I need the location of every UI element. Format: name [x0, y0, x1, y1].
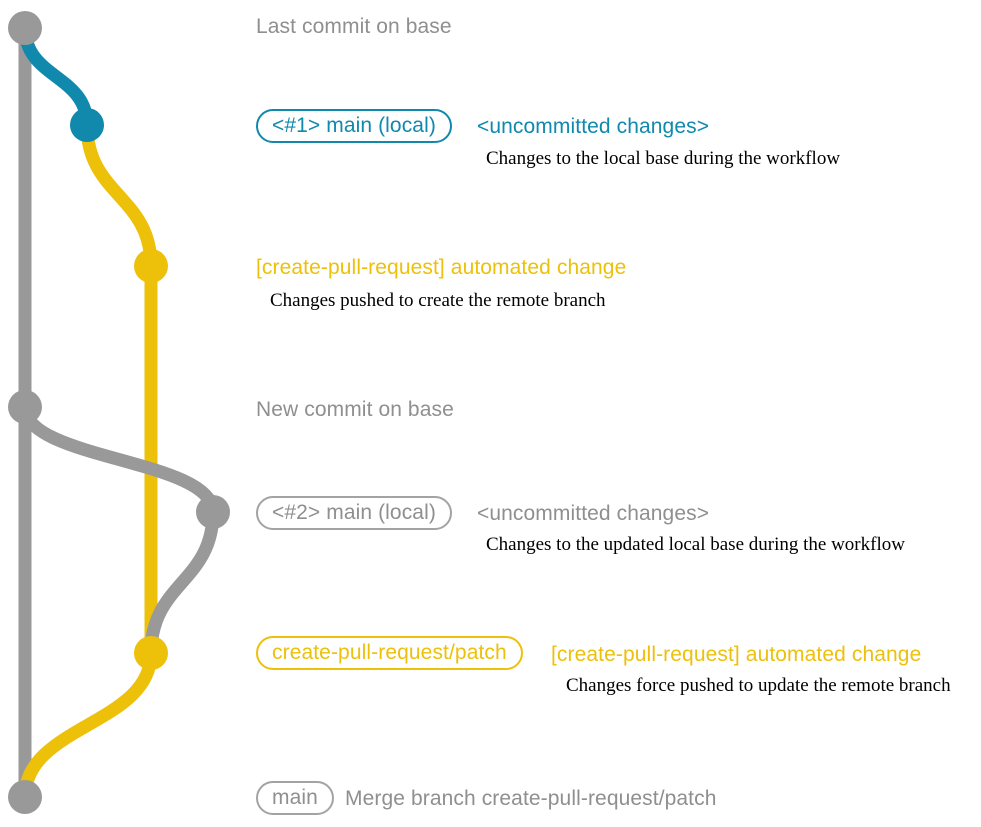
headline-new-commit-on-base: New commit on base	[256, 398, 454, 421]
headline-automated-change-1: [create-pull-request] automated change	[256, 256, 627, 279]
commit-node-merge[interactable]	[8, 780, 42, 814]
badge-main-local-1[interactable]: <#1> main (local)	[256, 109, 452, 143]
edge-patch-2-to-merge	[18, 646, 158, 804]
commit-node-local-2[interactable]	[196, 495, 230, 529]
subtitle-force-pushed-update-remote-branch: Changes force pushed to update the remot…	[566, 675, 951, 696]
badge-main-local-2[interactable]: <#2> main (local)	[256, 496, 452, 530]
subtitle-local-base-changes: Changes to the local base during the wor…	[486, 148, 841, 169]
headline-uncommitted-changes-2: <uncommitted changes>	[477, 502, 710, 525]
commit-node-patch-2[interactable]	[134, 636, 168, 670]
badge-main[interactable]: main	[256, 781, 334, 815]
headline-uncommitted-changes-1: <uncommitted changes>	[477, 115, 710, 138]
subtitle-pushed-create-remote-branch: Changes pushed to create the remote bran…	[270, 290, 606, 311]
commit-node-new-base[interactable]	[8, 390, 42, 424]
edge-local-1-to-patch-1	[80, 118, 158, 273]
commit-node-last-base[interactable]	[8, 11, 42, 45]
headline-automated-change-2: [create-pull-request] automated change	[551, 643, 922, 666]
subtitle-updated-local-base-changes: Changes to the updated local base during…	[486, 534, 905, 555]
headline-merge-branch: Merge branch create-pull-request/patch	[345, 787, 717, 810]
edge-base-to-local-2	[18, 400, 220, 519]
commit-node-patch-1[interactable]	[134, 249, 168, 283]
commit-node-local-1[interactable]	[70, 108, 104, 142]
edge-local-2-to-patch-2	[144, 505, 220, 660]
headline-last-commit-on-base: Last commit on base	[256, 15, 452, 38]
badge-create-pull-request-patch[interactable]: create-pull-request/patch	[256, 636, 523, 670]
